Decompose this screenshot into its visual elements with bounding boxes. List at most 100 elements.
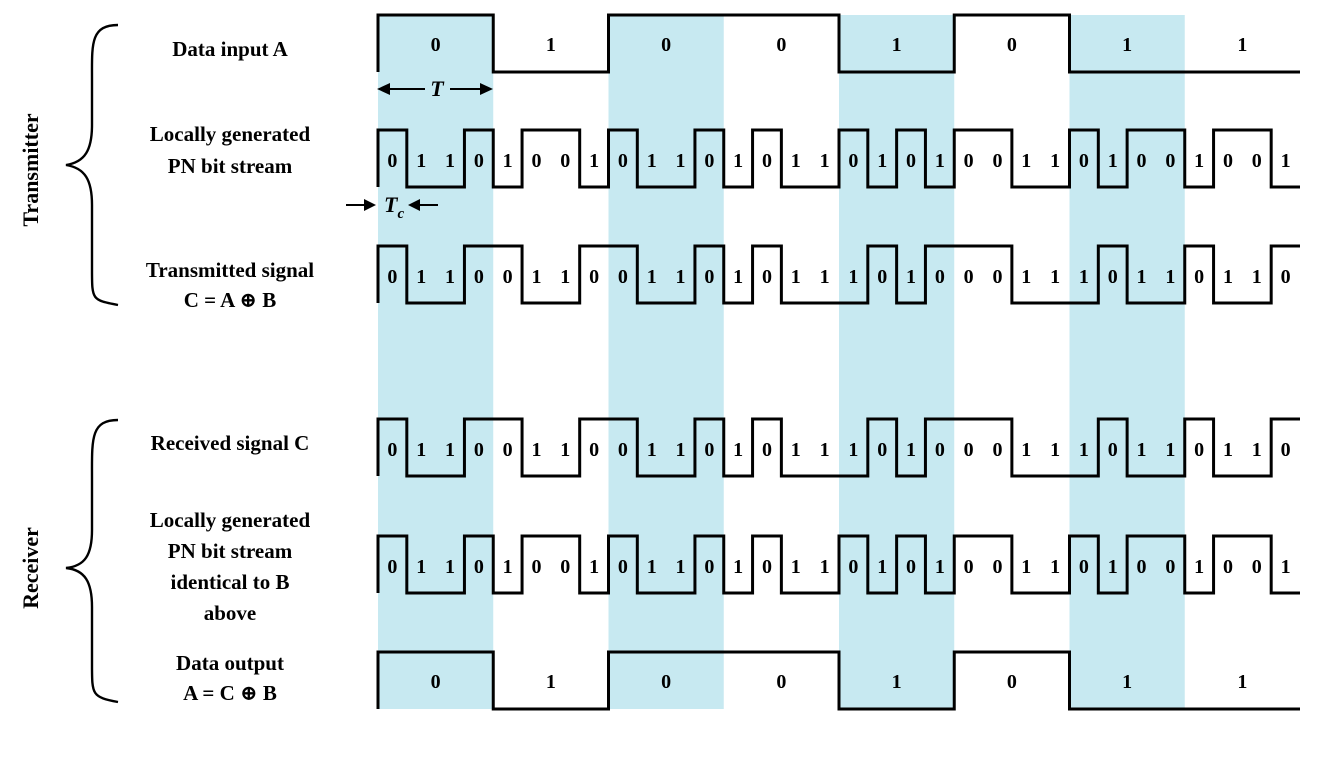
chip-bit-label: 1	[1281, 150, 1291, 172]
receiver-brace	[65, 418, 119, 704]
chip-bit-label: 1	[647, 150, 657, 172]
pn-rx-label-line: identical to B	[171, 570, 290, 594]
data-bit-label: 0	[776, 34, 786, 56]
chip-bit-label: 1	[1021, 439, 1031, 461]
chip-bit-label: 1	[676, 556, 686, 578]
chip-bit-label: 0	[992, 556, 1002, 578]
pn-rx-trace	[376, 534, 1300, 595]
data-output-label-line: A = C ⊕ B	[183, 681, 277, 705]
pn-rx-label-line: Locally generated	[150, 508, 311, 532]
chip-bit-label: 1	[820, 556, 830, 578]
chip-bit-label: 0	[589, 266, 599, 288]
chip-bit-label: 0	[474, 150, 484, 172]
chip-bit-label: 1	[733, 439, 743, 461]
chip-bit-label: 0	[1165, 556, 1175, 578]
data-bit-label: 0	[661, 671, 671, 693]
data-bit-label: 0	[431, 671, 441, 693]
chip-bit-label: 0	[387, 266, 397, 288]
data-bit-label: 1	[1122, 34, 1132, 56]
chip-bit-label: 1	[503, 150, 513, 172]
chip-bit-label: 1	[791, 439, 801, 461]
receiver-group: Receiver	[18, 418, 119, 704]
chip-bit-label: 1	[877, 556, 887, 578]
bit-period-annotation: T	[377, 76, 493, 101]
chip-bit-label: 0	[618, 556, 628, 578]
chip-bit-label: 0	[848, 556, 858, 578]
chip-bit-label: 1	[848, 266, 858, 288]
transmitter-group: Transmitter	[18, 23, 119, 307]
data-bit-label: 1	[1122, 671, 1132, 693]
chip-bit-label: 0	[560, 150, 570, 172]
data-bit-label: 1	[546, 34, 556, 56]
chip-period-symbol: Tc	[384, 192, 404, 222]
chip-bit-label: 1	[1194, 150, 1204, 172]
data-bit-label: 1	[546, 671, 556, 693]
chip-bit-label: 0	[964, 150, 974, 172]
data-bit-label: 0	[776, 671, 786, 693]
chip-bit-label: 0	[1137, 150, 1147, 172]
chip-bit-label: 0	[964, 266, 974, 288]
chip-bit-label: 0	[531, 556, 541, 578]
rx-signal-label-line: Received signal C	[151, 431, 310, 455]
transmitter-brace	[65, 23, 119, 307]
chip-bit-label: 1	[445, 150, 455, 172]
chip-bit-label: 0	[935, 266, 945, 288]
chip-bit-label: 1	[1281, 556, 1291, 578]
bit-shading	[378, 15, 1185, 709]
chip-bit-label: 0	[474, 556, 484, 578]
chip-bit-label: 0	[1223, 556, 1233, 578]
chip-bit-label: 1	[1079, 439, 1089, 461]
data-bit-label: 0	[1007, 671, 1017, 693]
data-bit-label: 1	[1237, 671, 1247, 693]
chip-bit-label: 1	[416, 266, 426, 288]
chip-bit-label: 0	[474, 439, 484, 461]
chip-bit-label: 1	[935, 150, 945, 172]
chip-bit-label: 1	[935, 556, 945, 578]
chip-bit-label: 0	[1108, 439, 1118, 461]
chip-bit-label: 1	[676, 439, 686, 461]
pn-tx-label-line: PN bit stream	[168, 154, 293, 178]
data-bit-label: 0	[431, 34, 441, 56]
chip-bit-label: 0	[1165, 150, 1175, 172]
chip-bit-label: 0	[1281, 266, 1291, 288]
chip-bit-label: 1	[416, 556, 426, 578]
chip-bit-label: 1	[676, 266, 686, 288]
chip-bit-label: 1	[1050, 150, 1060, 172]
chip-bit-label: 1	[1108, 150, 1118, 172]
chip-bit-label: 0	[1079, 150, 1089, 172]
chip-bit-label: 0	[964, 556, 974, 578]
chip-bit-label: 1	[791, 150, 801, 172]
tx-signal-label-line: C = A ⊕ B	[184, 288, 277, 312]
chip-bit-label: 0	[560, 556, 570, 578]
chip-bit-label: 0	[618, 266, 628, 288]
pn-rx-label-line: PN bit stream	[168, 539, 293, 563]
chip-bit-label: 0	[1079, 556, 1089, 578]
chip-bit-label: 0	[1281, 439, 1291, 461]
chip-bit-label: 1	[1079, 266, 1089, 288]
chip-bit-label: 0	[589, 439, 599, 461]
chip-bit-label: 0	[704, 266, 714, 288]
chip-bit-label: 0	[618, 439, 628, 461]
pn-rx-label-line: above	[204, 601, 257, 625]
chip-bit-label: 0	[503, 439, 513, 461]
chip-bit-label: 0	[877, 439, 887, 461]
chip-bit-label: 0	[387, 150, 397, 172]
chip-bit-label: 1	[733, 556, 743, 578]
chip-bit-label: 0	[964, 439, 974, 461]
chip-bit-label: 0	[992, 150, 1002, 172]
chip-bit-label: 0	[1108, 266, 1118, 288]
chip-bit-label: 1	[647, 266, 657, 288]
chip-bit-label: 1	[1137, 266, 1147, 288]
tx-signal-trace	[376, 244, 1300, 305]
receiver-label: Receiver	[18, 527, 43, 609]
transmitter-label: Transmitter	[18, 113, 43, 226]
chip-bit-label: 1	[647, 439, 657, 461]
chip-bit-label: 0	[1252, 556, 1262, 578]
chip-bit-label: 0	[503, 266, 513, 288]
shade-column	[608, 15, 724, 709]
chip-bit-label: 0	[848, 150, 858, 172]
